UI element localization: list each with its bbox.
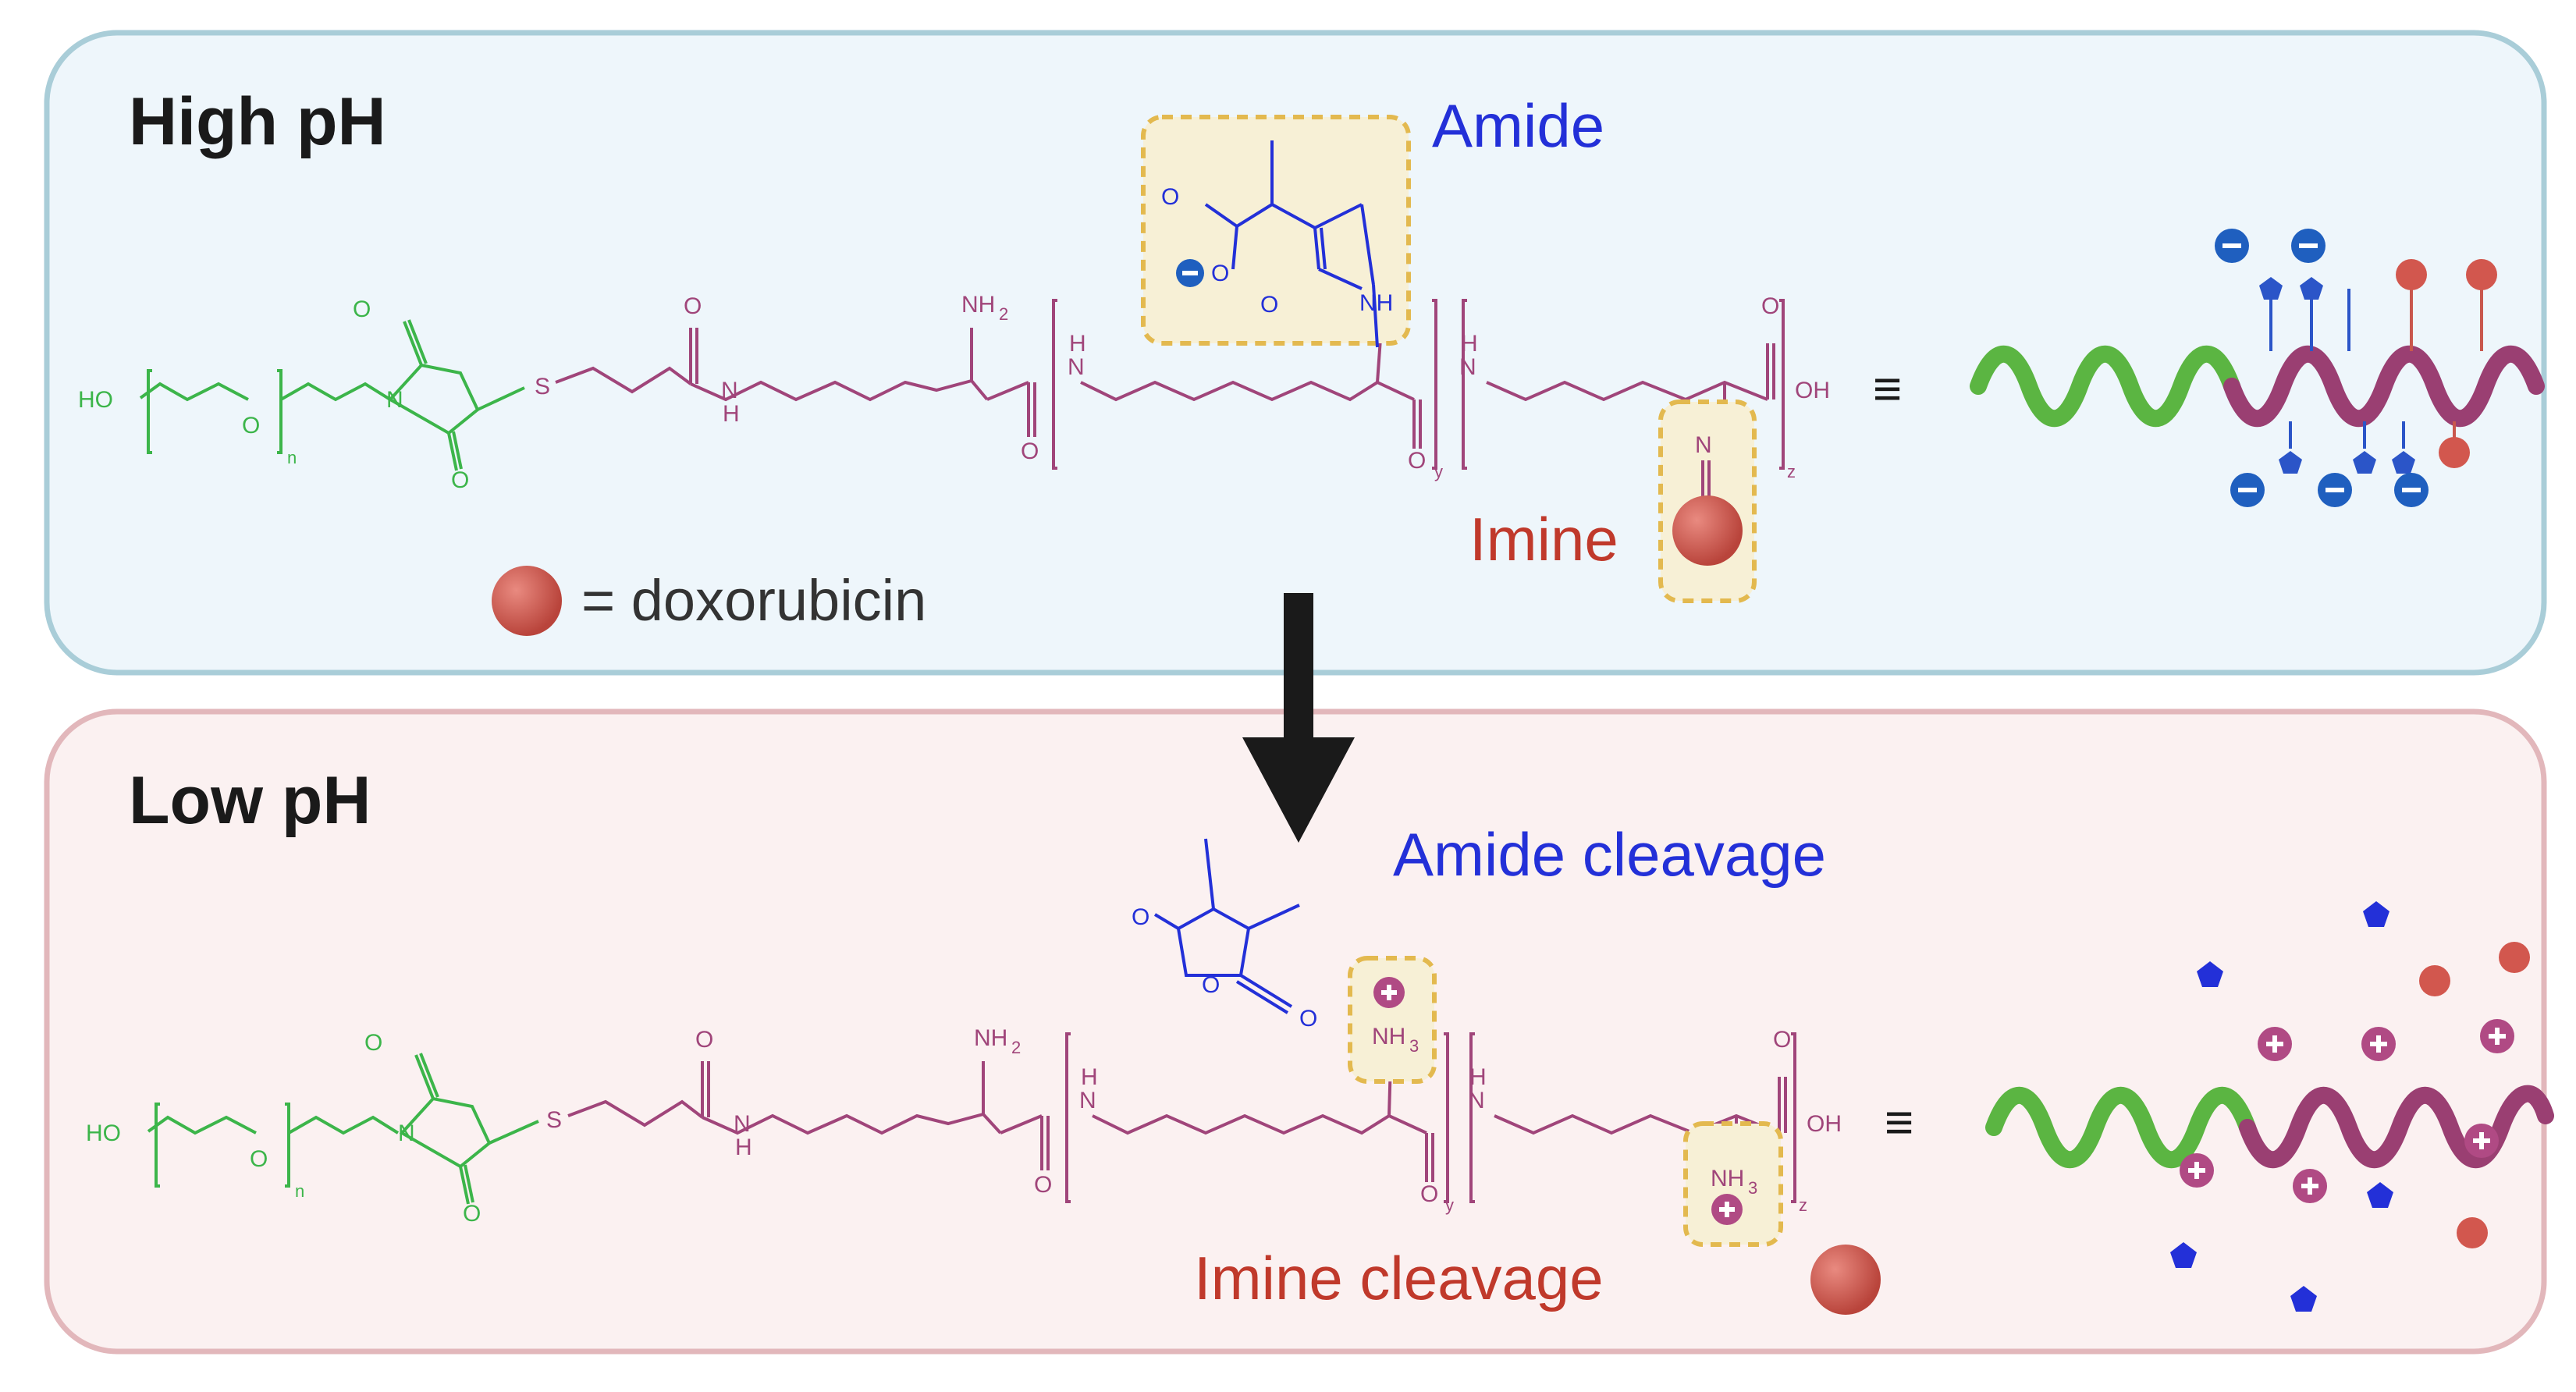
low-imine-cleavage-label: Imine cleavage [1194, 1244, 1604, 1312]
high-lysine-backbone [555, 299, 1785, 470]
high-nh2-subscript: 2 [999, 304, 1008, 324]
high-amide-highlight [1141, 115, 1411, 346]
low-carbonyl-o-1: O [695, 1027, 713, 1053]
low-amide-h-3: H [1469, 1064, 1487, 1090]
low-nh2-subscript: 2 [1011, 1038, 1021, 1057]
high-peg-n-index: n [287, 448, 297, 467]
low-amide-n-3: N [1468, 1088, 1485, 1113]
low-pentagon-icon [2367, 1182, 2393, 1208]
low-doxorubicin-icon [2499, 942, 2530, 973]
high-carboxylate-o-2: O [1211, 261, 1229, 286]
high-maleimide-o-bottom: O [451, 467, 469, 493]
high-doxorubicin-icon [2466, 259, 2497, 290]
high-imine-label: Imine [1469, 505, 1618, 573]
low-lysine-backbone [567, 1032, 1796, 1203]
low-maleimide-o-top: O [364, 1030, 382, 1056]
low-carbonyl-o-3: O [1420, 1181, 1438, 1207]
high-amide-h-2: H [1069, 331, 1086, 357]
high-imine-n-atom: N [1695, 432, 1712, 458]
high-carbonyl-o-1: O [684, 293, 702, 319]
low-carbonyl-o-4: O [1773, 1027, 1791, 1053]
high-amide-group [1204, 140, 1379, 348]
low-maleimide-n-atom: N [398, 1120, 415, 1146]
low-pentagon-icon [2197, 961, 2223, 987]
high-ho-atom: HO [78, 387, 113, 413]
low-peg-o-atom: O [250, 1146, 268, 1172]
low-pentagon-icon [2170, 1242, 2197, 1268]
high-peg-segment [139, 319, 525, 471]
low-pentagon-icon [2363, 901, 2389, 927]
high-pentagon-icon [2353, 451, 2376, 474]
low-released-doxorubicin [1810, 1245, 1881, 1315]
high-polymer-cartoon [1970, 229, 2545, 507]
legend-doxorubicin-text: = doxorubicin [581, 568, 926, 633]
high-peg-o-atom: O [242, 413, 260, 439]
low-doxorubicin-icon [2457, 1217, 2488, 1248]
high-amide-h-1: H [723, 401, 740, 427]
high-amide-h-3: H [1461, 331, 1478, 357]
low-anhydride-o-1: O [1132, 904, 1149, 930]
high-imine-bond [1701, 460, 1711, 499]
high-doxorubicin-icon [2396, 259, 2427, 290]
low-doxorubicin-icon [2419, 965, 2450, 996]
low-amide-cleavage-label: Amide cleavage [1393, 820, 1826, 889]
low-nh2-atom: NH [974, 1025, 1007, 1051]
high-amide-n-2: N [1068, 354, 1085, 380]
low-amide-n-2: N [1079, 1088, 1096, 1113]
high-pentagon-icon [2300, 277, 2323, 300]
low-amide-h-2: H [1081, 1064, 1098, 1090]
high-imine-doxorubicin [1672, 495, 1743, 566]
high-pentagon-icon [2259, 277, 2283, 300]
low-ph-title: Low pH [129, 763, 371, 838]
high-carbonyl-o-2: O [1021, 439, 1039, 464]
high-amide-label: Amide [1432, 91, 1604, 160]
low-peg-segment [147, 1053, 539, 1205]
high-amide-n-1: N [721, 378, 738, 403]
high-carbonyl-o-3: O [1408, 448, 1426, 474]
low-pentagon-icon [2290, 1286, 2317, 1312]
low-nh3-atom-2: NH [1711, 1166, 1744, 1191]
low-ho-atom: HO [86, 1120, 121, 1146]
low-peg-n-index: n [295, 1181, 304, 1201]
low-anhydride-fragment [1153, 838, 1300, 1014]
low-carbonyl-o-2: O [1034, 1172, 1052, 1198]
low-maleimide-o-bottom: O [463, 1201, 481, 1227]
high-amide-carbonyl-o: O [1260, 292, 1278, 318]
low-amide-n-1: N [734, 1111, 751, 1137]
transition-arrow [1242, 593, 1355, 843]
low-nh3-subscript-1: 3 [1409, 1036, 1419, 1056]
low-amide-h-1: H [735, 1135, 752, 1160]
high-carboxylate-o-1: O [1161, 184, 1179, 210]
low-equivalence-sign: ≡ [1885, 1094, 1913, 1150]
high-y-index: y [1434, 462, 1443, 481]
high-nh2-atom: NH [961, 292, 995, 318]
high-oh-atom: OH [1795, 378, 1830, 403]
low-polymer-cartoon [1985, 901, 2554, 1312]
low-oh-atom: OH [1807, 1111, 1842, 1137]
high-maleimide-n-atom: N [386, 387, 403, 413]
high-sulfur-atom: S [535, 374, 550, 399]
high-amide-n-3: N [1459, 354, 1476, 380]
low-ammonium-highlight-1 [1348, 956, 1437, 1084]
high-pentagon-icon [2392, 451, 2415, 474]
low-y-index: y [1445, 1195, 1454, 1215]
high-equivalence-sign: ≡ [1873, 360, 1902, 417]
high-amide-nh-atom: NH [1359, 290, 1393, 316]
low-z-index: z [1799, 1195, 1807, 1215]
low-nh3-atom-1: NH [1372, 1024, 1405, 1049]
high-ph-title: High pH [129, 84, 386, 159]
high-pentagon-icon [2279, 451, 2302, 474]
high-maleimide-o-top: O [353, 297, 371, 322]
legend-doxorubicin-icon [492, 566, 562, 636]
high-carbonyl-o-4: O [1761, 293, 1779, 319]
low-anhydride-o-3: O [1299, 1006, 1317, 1032]
high-doxorubicin-icon [2439, 437, 2470, 468]
low-sulfur-atom: S [546, 1107, 562, 1133]
low-ammonium-highlight-2 [1683, 1121, 1783, 1247]
high-z-index: z [1787, 462, 1796, 481]
low-anhydride-o-2: O [1202, 972, 1220, 998]
low-nh3-subscript-2: 3 [1748, 1178, 1757, 1198]
